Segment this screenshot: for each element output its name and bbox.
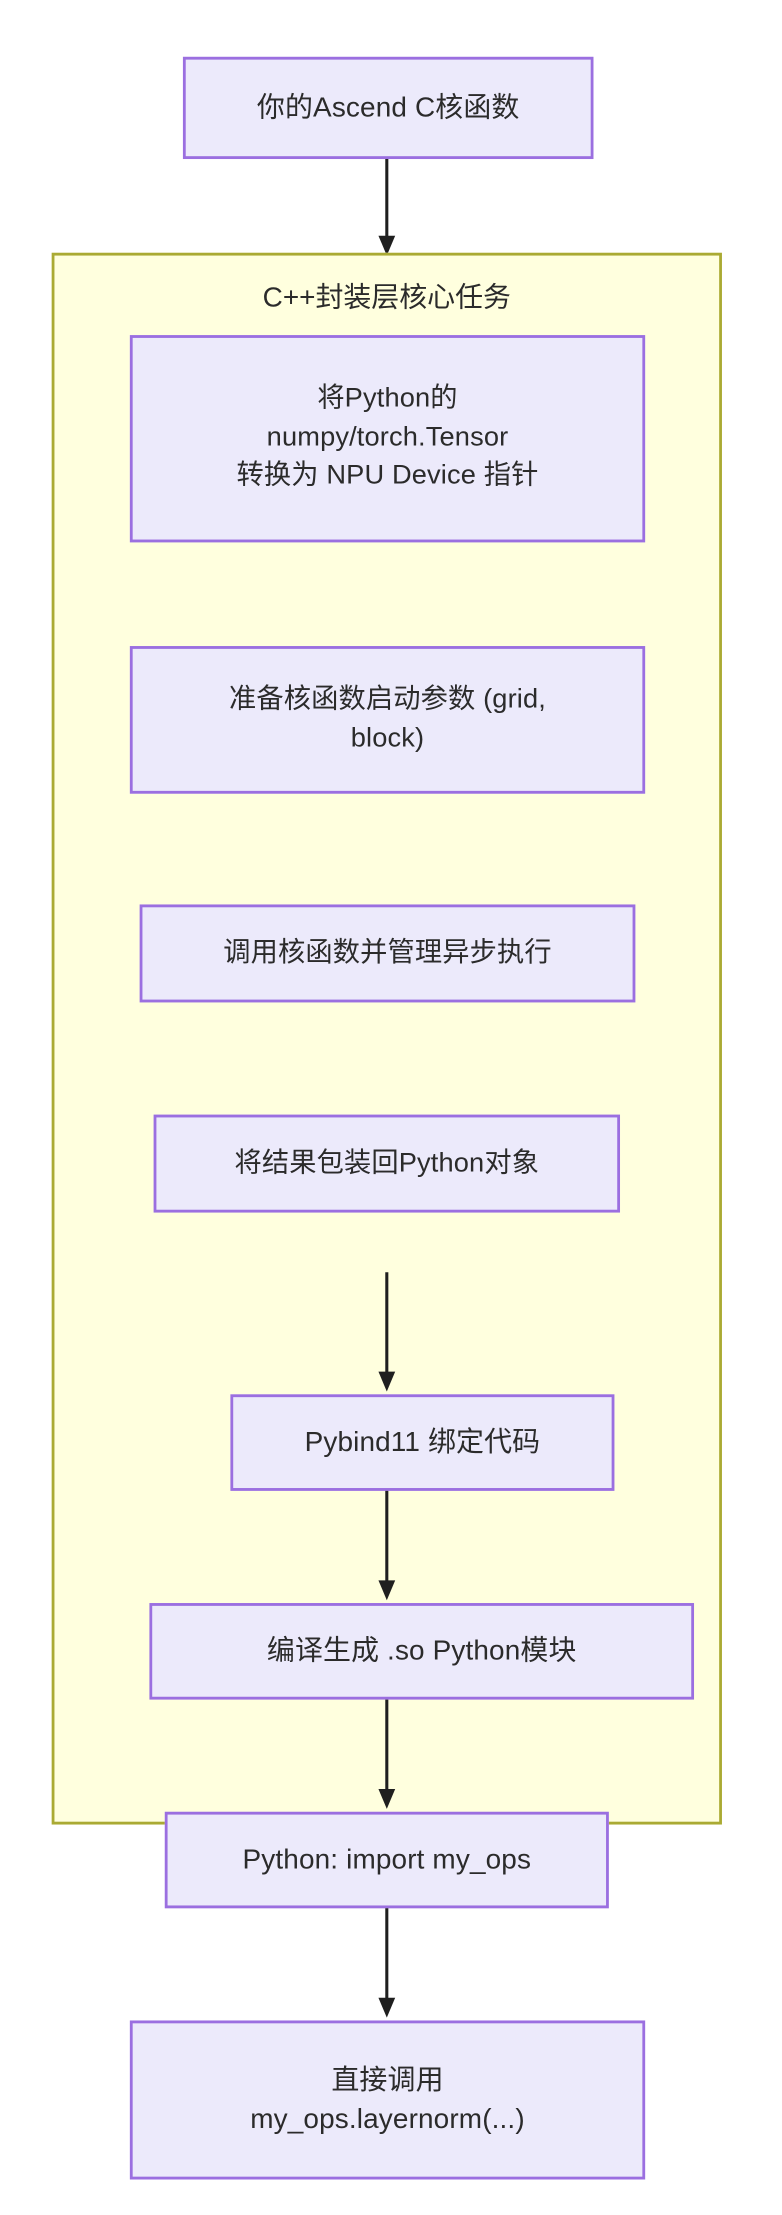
edge-import-to-call <box>378 1908 396 2018</box>
node-task-launch-kernel-async[interactable]: 调用核函数并管理异步执行 <box>139 904 636 1003</box>
node-pybind11-binding-code[interactable]: Pybind11 绑定代码 <box>230 1394 615 1491</box>
node-label: 你的Ascend C核函数 <box>256 92 520 123</box>
subgraph-title: C++封装层核心任务 <box>262 282 511 314</box>
node-label: Python: import my_ops <box>242 1844 532 1876</box>
node-direct-call-layernorm[interactable]: 直接调用 my_ops.layernorm(...) <box>129 2020 646 2180</box>
node-compile-so-python-module[interactable]: 编译生成 .so Python模块 <box>149 1603 695 1700</box>
node-task-prepare-launch-params[interactable]: 准备核函数启动参数 (grid, block) <box>129 646 646 794</box>
node-label: 准备核函数启动参数 (grid, block) <box>229 684 546 754</box>
node-label: 直接调用 my_ops.layernorm(...) <box>250 2064 525 2135</box>
node-label: 编译生成 .so Python模块 <box>266 1635 577 1667</box>
node-task-wrap-result-to-python-object[interactable]: 将结果包装回Python对象 <box>153 1114 621 1213</box>
node-label: 将Python的 numpy/torch.Tensor 转换为 NPU Devi… <box>236 383 539 492</box>
node-label: Pybind11 绑定代码 <box>304 1426 541 1458</box>
edge-kernel-to-wrapper <box>378 159 396 256</box>
node-python-import-my-ops[interactable]: Python: import my_ops <box>164 1811 609 1909</box>
node-label: 调用核函数并管理异步执行 <box>223 936 552 968</box>
node-task-convert-tensor-to-device-pointer[interactable]: 将Python的 numpy/torch.Tensor 转换为 NPU Devi… <box>129 335 646 543</box>
node-label: 将结果包装回Python对象 <box>234 1147 540 1178</box>
node-ascend-c-kernel[interactable]: 你的Ascend C核函数 <box>182 56 594 160</box>
